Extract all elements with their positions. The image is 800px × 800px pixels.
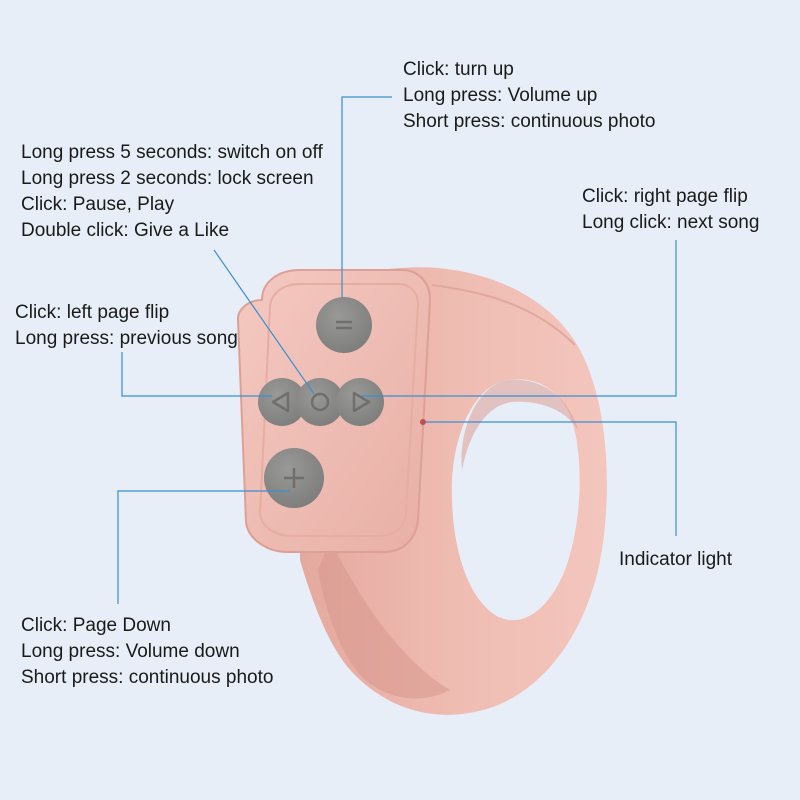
volume-down-button[interactable] bbox=[264, 448, 324, 508]
description-line: Long press: Volume up bbox=[403, 85, 598, 106]
description-line: Long press: previous song bbox=[15, 328, 238, 349]
callout-volume-down bbox=[117, 490, 290, 604]
description-line: Click: right page flip bbox=[582, 186, 748, 207]
right-page-button[interactable] bbox=[336, 378, 384, 426]
description-line: Long click: next song bbox=[582, 212, 760, 233]
description-line: Click: left page flip bbox=[15, 302, 170, 323]
description-line: Short press: continuous photo bbox=[21, 667, 274, 688]
description-line: Short press: continuous photo bbox=[403, 111, 656, 132]
ring-inner-shadow bbox=[461, 379, 578, 470]
center-button-description: Long press 5 seconds: switch on off Long… bbox=[21, 140, 323, 244]
description-line: Click: Pause, Play bbox=[21, 194, 175, 215]
volume-up-button[interactable] bbox=[316, 297, 372, 353]
callout-volume-up bbox=[341, 96, 392, 298]
description-line: Long press: Volume down bbox=[21, 641, 240, 662]
description-line: Long press 5 seconds: switch on off bbox=[21, 142, 323, 163]
triangle-left-icon bbox=[271, 391, 290, 413]
callout-left bbox=[121, 352, 272, 397]
volume-up-description: Click: turn up Long press: Volume up Sho… bbox=[403, 57, 655, 135]
indicator-light bbox=[420, 419, 426, 425]
callout-right bbox=[362, 240, 677, 397]
volume-down-description: Click: Page Down Long press: Volume down… bbox=[21, 613, 273, 691]
ring-body-shadow bbox=[318, 540, 450, 699]
side-ridge bbox=[431, 284, 576, 346]
description-line: Long press 2 seconds: lock screen bbox=[21, 168, 314, 189]
left-button-description: Click: left page flip Long press: previo… bbox=[15, 300, 238, 352]
left-page-button[interactable] bbox=[258, 378, 306, 426]
indicator-description: Indicator light bbox=[619, 547, 732, 573]
description-line: Click: turn up bbox=[403, 59, 514, 80]
description-line: Indicator light bbox=[619, 549, 733, 570]
right-button-description: Click: right page flip Long click: next … bbox=[582, 184, 759, 236]
description-line: Double click: Give a Like bbox=[21, 220, 230, 241]
description-line: Click: Page Down bbox=[21, 615, 171, 636]
callout-lines bbox=[117, 96, 677, 604]
triangle-right-icon bbox=[352, 391, 371, 413]
button-panel-bezel bbox=[258, 283, 420, 537]
center-play-button[interactable] bbox=[296, 378, 344, 426]
callout-indicator bbox=[425, 421, 677, 536]
callout-center bbox=[213, 249, 315, 395]
circle-icon bbox=[310, 392, 330, 412]
